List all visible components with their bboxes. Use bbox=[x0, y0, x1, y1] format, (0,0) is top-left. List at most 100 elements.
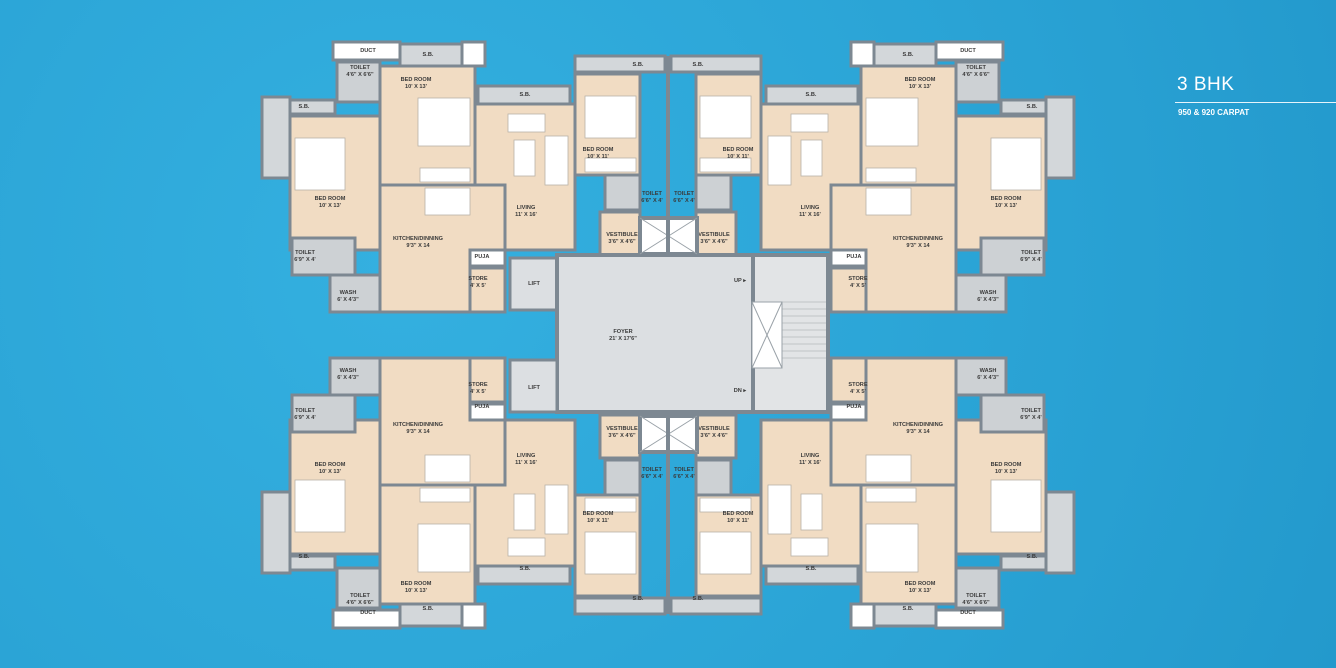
shaft bbox=[849, 40, 876, 68]
sofa-furniture bbox=[544, 484, 569, 535]
store bbox=[829, 356, 868, 404]
bed-furniture bbox=[584, 531, 637, 575]
lift bbox=[508, 256, 559, 312]
sb-balcony bbox=[999, 98, 1048, 116]
sb-balcony-left bbox=[260, 95, 292, 180]
dining-table-furniture bbox=[865, 187, 912, 216]
wardrobe-furniture bbox=[699, 157, 752, 173]
room-label-s-b-: S.B. bbox=[633, 62, 644, 68]
shaft bbox=[460, 602, 487, 630]
room-label-duct: DUCT bbox=[960, 48, 976, 54]
room-label-s-b-: S.B. bbox=[520, 92, 531, 98]
sb-balcony bbox=[999, 554, 1048, 572]
bed-furniture bbox=[699, 95, 752, 139]
shaft bbox=[849, 602, 876, 630]
sofa-furniture bbox=[544, 135, 569, 186]
coffee-table-furniture bbox=[800, 139, 823, 177]
wash bbox=[328, 356, 382, 397]
dining-table-furniture bbox=[424, 454, 471, 483]
room-label-s-b-: S.B. bbox=[806, 566, 817, 572]
wardrobe-furniture bbox=[584, 157, 637, 173]
puja bbox=[468, 402, 507, 422]
wash bbox=[954, 273, 1008, 314]
toilet bbox=[603, 173, 642, 212]
party-wall bbox=[666, 56, 670, 252]
foyer bbox=[555, 253, 755, 414]
toilet bbox=[954, 60, 1001, 104]
sofa-furniture bbox=[507, 113, 546, 133]
wash bbox=[954, 356, 1008, 397]
room-label-s-b-: S.B. bbox=[1027, 104, 1038, 110]
room-label-s-b-: S.B. bbox=[903, 606, 914, 612]
room-label-s-b-: S.B. bbox=[520, 566, 531, 572]
dining-table-furniture bbox=[424, 187, 471, 216]
sb-balcony-left bbox=[260, 490, 292, 575]
dining-table-furniture bbox=[865, 454, 912, 483]
puja bbox=[829, 402, 868, 422]
sb-balcony-left bbox=[1044, 95, 1076, 180]
room-label-duct: DUCT bbox=[360, 48, 376, 54]
room-label-s-b-: S.B. bbox=[423, 52, 434, 58]
bed-furniture bbox=[417, 523, 471, 573]
toilet bbox=[603, 458, 642, 497]
toilet bbox=[290, 393, 357, 434]
bed-furniture bbox=[417, 97, 471, 147]
unit-bottom-left bbox=[260, 356, 667, 630]
stair-down-label: DN ▸ bbox=[734, 388, 748, 394]
vestibule bbox=[598, 413, 642, 460]
room-label-s-b-: S.B. bbox=[299, 554, 310, 560]
room-label-puja: PUJA bbox=[847, 254, 862, 260]
bed-furniture bbox=[990, 137, 1042, 191]
sb-balcony bbox=[669, 54, 763, 74]
coffee-table-furniture bbox=[513, 493, 536, 531]
puja bbox=[829, 248, 868, 268]
unit-top-left bbox=[260, 40, 667, 314]
title-divider bbox=[1175, 102, 1336, 103]
toilet bbox=[979, 236, 1046, 277]
toilet bbox=[694, 173, 733, 212]
room-label-s-b-: S.B. bbox=[903, 52, 914, 58]
lift-label: LIFT bbox=[528, 281, 540, 287]
room-label-duct: DUCT bbox=[360, 610, 376, 616]
stair-up-label: UP ▸ bbox=[734, 278, 747, 284]
bed-furniture bbox=[294, 479, 346, 533]
bed-furniture bbox=[584, 95, 637, 139]
bed-furniture bbox=[699, 531, 752, 575]
wash bbox=[328, 273, 382, 314]
wardrobe-furniture bbox=[865, 167, 917, 183]
vestibule bbox=[694, 413, 738, 460]
sofa-furniture bbox=[790, 537, 829, 557]
wardrobe-furniture bbox=[865, 487, 917, 503]
toilet bbox=[335, 60, 382, 104]
coffee-table-furniture bbox=[513, 139, 536, 177]
bed-furniture bbox=[990, 479, 1042, 533]
sb-balcony bbox=[573, 596, 667, 616]
room-label-s-b-: S.B. bbox=[299, 104, 310, 110]
room-label-puja: PUJA bbox=[475, 254, 490, 260]
